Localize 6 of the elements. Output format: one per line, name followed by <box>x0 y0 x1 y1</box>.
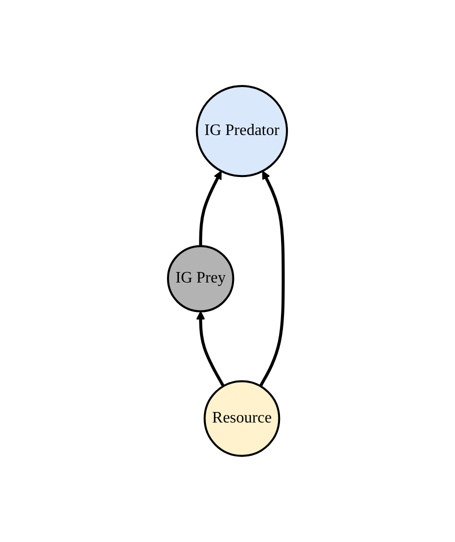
node-circle: IG Prey <box>167 245 234 312</box>
arrow <box>199 170 222 246</box>
node-circle: Resource <box>204 380 280 457</box>
arrow <box>196 311 225 388</box>
node-circle: IG Predator <box>196 85 288 178</box>
arrow <box>259 170 285 388</box>
